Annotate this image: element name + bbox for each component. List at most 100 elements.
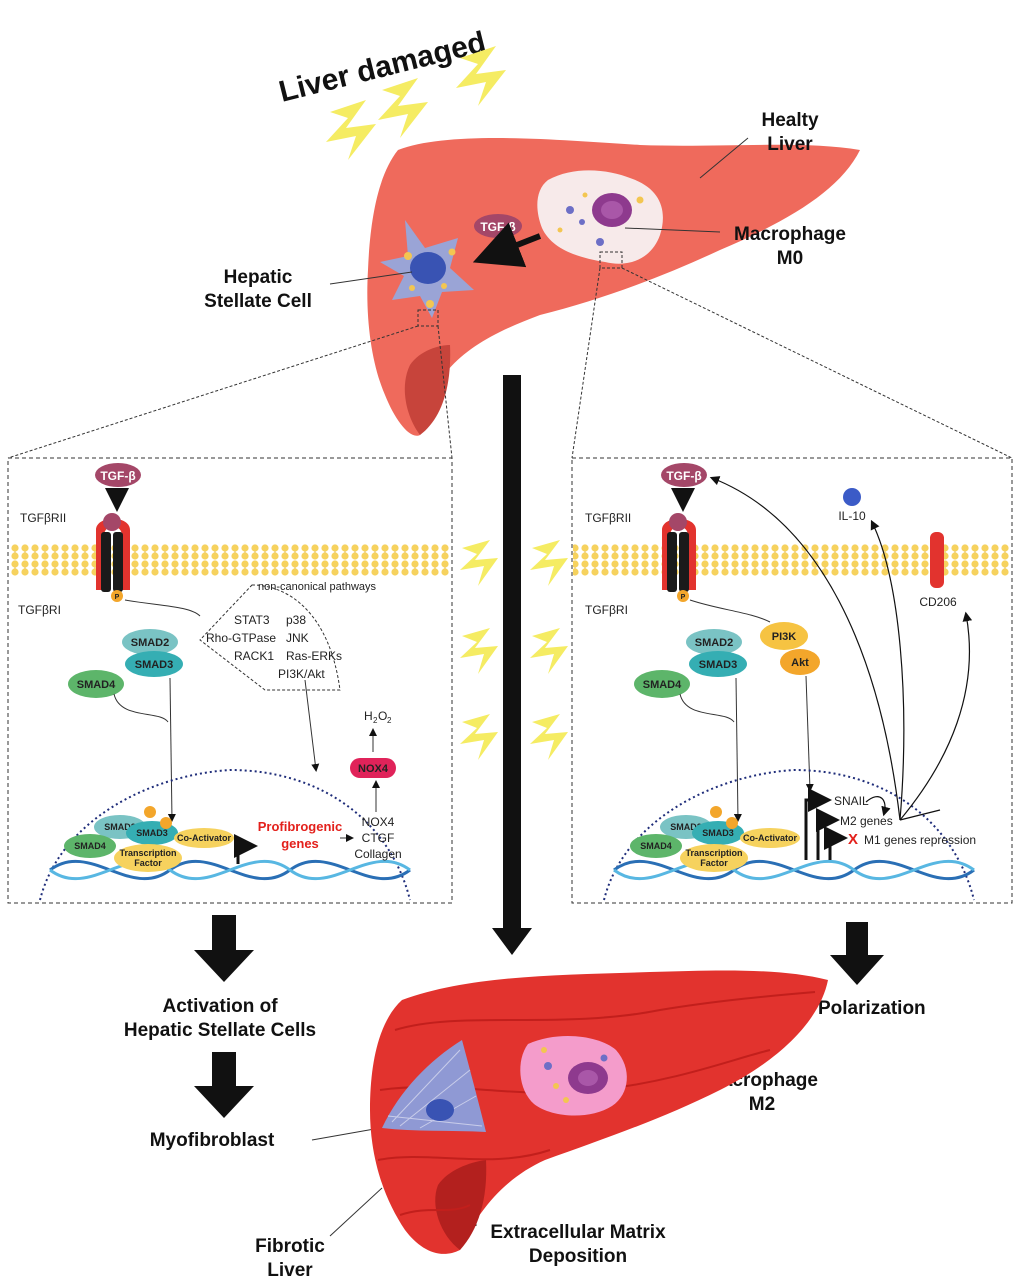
repression-x: X — [848, 831, 858, 848]
nox4-badge — [350, 758, 396, 778]
profibro-label-1: Profibrogenic — [258, 819, 343, 834]
healthy-liver-label-1: Healty — [761, 110, 818, 131]
macrophage-m2-cell — [520, 1036, 627, 1116]
hsc-label-2: Stellate Cell — [204, 291, 312, 312]
h2o2-h: H — [364, 709, 373, 723]
tgf-arrow — [472, 222, 542, 268]
pathway-ras: Ras-ERKs — [286, 649, 342, 663]
gene-collagen: Collagen — [354, 847, 401, 861]
macrophage-m0-label-1: Macrophage — [734, 224, 846, 245]
m1-genes-label: M1 genes repression — [864, 833, 976, 847]
outcome-arrows — [194, 915, 884, 1118]
myofibroblast-cell — [382, 1040, 486, 1132]
lightning-icon — [530, 628, 568, 674]
h2o2-sub-2: 2 — [387, 716, 392, 725]
right-receptor1-label: TGFβRI — [585, 603, 628, 617]
nox4-badge-label: NOX4 — [358, 763, 389, 775]
tc-coactivator-label: Co-Activator — [177, 833, 232, 843]
right-panel: P TGF-β TGFβRII TGFβRI IL-10 CD206 SMAD2… — [571, 457, 1013, 904]
snail-label: SNAIL — [834, 794, 869, 808]
m2-polarization-label: M2 Polarization — [786, 998, 925, 1019]
damage-lightning-group — [326, 46, 506, 160]
right-p-label: P — [681, 594, 686, 601]
gene-nox4: NOX4 — [362, 815, 395, 829]
lightning-icon — [326, 100, 376, 160]
pathway-rack1: RACK1 — [234, 649, 274, 663]
h2o2-o: O — [378, 709, 387, 723]
right-nucleus — [603, 768, 975, 901]
tgf-beta-secretion: TGF-β — [472, 214, 542, 268]
left-tgf-badge — [95, 463, 141, 487]
m2-genes-label: M2 genes — [840, 814, 893, 828]
zoom-lines — [7, 267, 1013, 459]
right-receptor: P — [662, 513, 696, 602]
macrophage-m2-label-2: M2 — [749, 1094, 775, 1115]
pi3k-label: PI3K — [772, 631, 797, 643]
ecm-label-2: Deposition — [529, 1246, 627, 1267]
right-smad2-label: SMAD2 — [695, 637, 734, 649]
secretion-arrows — [709, 476, 973, 821]
noncanonical-label: non-canonical pathways — [258, 581, 377, 593]
right-smad3-label: SMAD3 — [699, 659, 738, 671]
macrophage-m0-cell — [537, 170, 663, 264]
lightning-icon — [530, 714, 568, 760]
macrophage-zoom-box — [599, 251, 623, 269]
tc-tf-label-2: Factor — [134, 858, 162, 868]
lightning-icon — [460, 540, 498, 586]
right-tgf-badge — [661, 463, 707, 487]
tc-smad3-label: SMAD3 — [136, 828, 168, 838]
left-smad4 — [68, 670, 124, 698]
gene-ctgf: CTGF — [362, 831, 395, 845]
rtc-coactivator-label: Co-Activator — [743, 833, 798, 843]
left-tgf-label: TGF-β — [100, 469, 135, 483]
fibrotic-liver-label-2: Liver — [267, 1260, 313, 1281]
activation-label-1: Activation of — [162, 996, 278, 1017]
right-tgf-label: TGF-β — [666, 469, 701, 483]
pathway-rho: Rho-GTPase — [206, 631, 276, 645]
tc-smad4-label: SMAD4 — [74, 841, 106, 851]
profibro-label-2: genes — [281, 836, 319, 851]
rtc-smad4-label: SMAD4 — [640, 841, 672, 851]
myofibroblast-label: Myofibroblast — [150, 1130, 275, 1151]
pi3k-node — [760, 622, 808, 650]
left-smad2-label: SMAD2 — [131, 637, 170, 649]
healthy-liver-label-2: Liver — [767, 134, 813, 155]
hepatic-stellate-cell — [380, 220, 474, 318]
tc-smad2-label: SMAD2 — [104, 822, 136, 832]
il10-molecule — [843, 488, 861, 506]
left-smad3-label: SMAD3 — [135, 659, 174, 671]
left-p-label: P — [115, 594, 120, 601]
rtc-tf-label-2: Factor — [700, 858, 728, 868]
activation-label-2: Hepatic Stellate Cells — [124, 1020, 316, 1041]
il10-label: IL-10 — [838, 509, 866, 523]
noncanonical-bubble — [199, 584, 341, 691]
hsc-label-1: Hepatic — [224, 267, 293, 288]
lightning-icon — [456, 46, 506, 106]
left-membrane — [9, 544, 451, 576]
side-lightning-group — [460, 540, 568, 760]
pathway-p38: p38 — [286, 613, 306, 627]
left-nucleus — [39, 768, 411, 901]
central-arrow — [492, 375, 532, 955]
rtc-smad3-label: SMAD3 — [702, 828, 734, 838]
cd206-label: CD206 — [919, 595, 957, 609]
ecm-label-1: Extracellular Matrix — [490, 1222, 666, 1243]
healthy-liver — [367, 138, 860, 436]
akt-label: Akt — [791, 657, 809, 669]
cd206-receptor — [930, 532, 944, 588]
akt-node — [780, 649, 820, 675]
rtc-tf-label-1: Transcription — [685, 848, 742, 858]
pathway-jnk: JNK — [286, 631, 309, 645]
fibrotic-liver — [370, 970, 828, 1254]
tc-tf-label-1: Transcription — [119, 848, 176, 858]
title-liver-damaged: Liver damaged — [276, 26, 489, 109]
lightning-icon — [378, 78, 428, 138]
left-smad4-label: SMAD4 — [77, 679, 116, 691]
right-receptor2-label: TGFβRII — [585, 511, 631, 525]
pathway-stat3: STAT3 — [234, 613, 270, 627]
left-receptor2-label: TGFβRII — [20, 511, 66, 525]
right-smad4-label: SMAD4 — [643, 679, 682, 691]
right-membrane — [573, 544, 1011, 576]
tgf-beta-top-label: TGF-β — [480, 220, 515, 234]
